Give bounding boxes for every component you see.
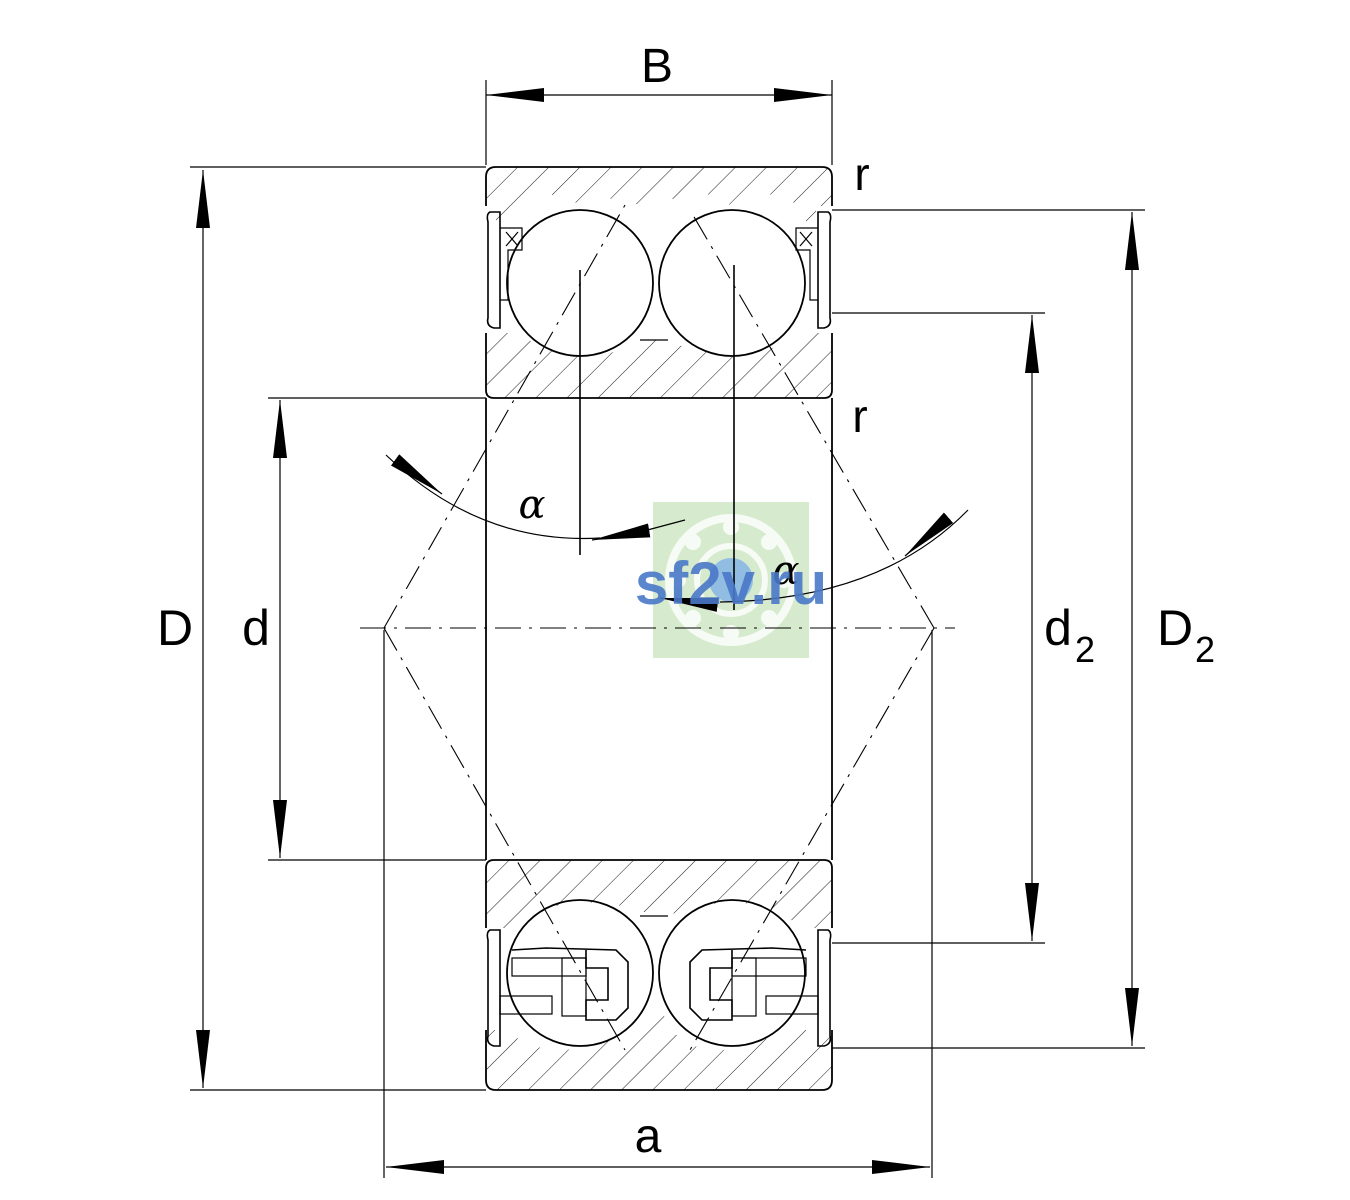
- label-alpha-left: α: [518, 482, 545, 528]
- cage-bottom-right: [689, 947, 807, 1021]
- ball-bottom-left: [506, 899, 654, 1047]
- label-B: B: [641, 40, 673, 93]
- label-D2-subscript: 2: [1195, 629, 1215, 670]
- outer-ring-bottom: [485, 1010, 833, 1091]
- seal-bottom-left: [486, 929, 587, 1047]
- watermark: [653, 502, 809, 658]
- label-r-top: r: [854, 148, 869, 200]
- angle-alpha-right: α: [659, 509, 969, 612]
- seal-bottom-right: [731, 929, 832, 1047]
- label-r-mid: r: [852, 390, 867, 442]
- watermark-text: sf2v.ru: [635, 550, 827, 617]
- dimension-d2: d 2: [832, 312, 1095, 944]
- contact-line-lower-left: [383, 627, 626, 1051]
- label-d2: d: [1044, 600, 1072, 656]
- contact-line-upper-right: [689, 209, 935, 629]
- dimension-B: B: [485, 40, 833, 165]
- contact-line-upper-left: [383, 204, 626, 629]
- label-D2: D: [1157, 600, 1193, 656]
- label-d: d: [242, 600, 270, 656]
- inner-ring-top: [485, 333, 833, 399]
- watermark-bearing-icon: [665, 514, 797, 646]
- seal-top-left: [486, 211, 523, 329]
- outer-ring-top: [485, 166, 833, 226]
- seal-top-right: [795, 211, 832, 329]
- ball-bottom-right: [658, 899, 806, 1047]
- dimension-D: D: [157, 166, 486, 1091]
- cage-bottom-left: [511, 947, 629, 1021]
- label-a: a: [635, 1110, 662, 1163]
- label-alpha-right: α: [772, 548, 799, 594]
- label-D: D: [157, 600, 193, 656]
- angle-alpha-left: α: [385, 454, 686, 541]
- label-d2-subscript: 2: [1075, 629, 1095, 670]
- contact-line-lower-right: [689, 627, 935, 1051]
- dimension-D2: D 2: [832, 209, 1215, 1049]
- inner-ring-bottom: [485, 859, 833, 928]
- dimension-d: d: [242, 397, 486, 861]
- ball-top-right: [658, 209, 806, 357]
- dimension-a: a: [383, 630, 933, 1178]
